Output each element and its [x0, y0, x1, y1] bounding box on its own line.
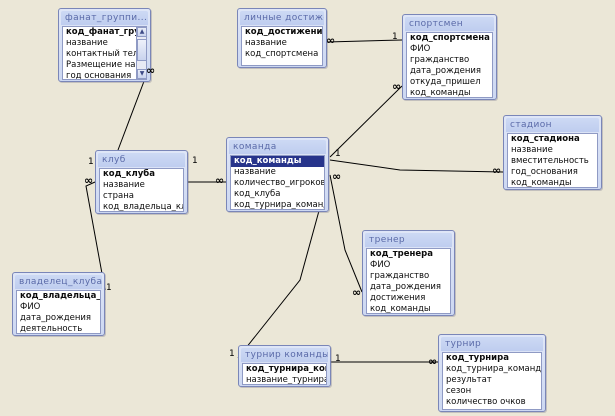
field-sportsmen-3[interactable]: дата_рождения — [410, 66, 482, 76]
field-vladelets_kluba-3[interactable]: деятельность — [20, 324, 83, 334]
table-title-trener[interactable]: тренер — [365, 233, 452, 247]
field-klub-1[interactable]: название — [103, 180, 145, 190]
marker-sportsmen-one-left: 1 — [392, 32, 398, 42]
marker-vladelets-one: 1 — [106, 283, 112, 293]
field-stadion-2[interactable]: вместительность — [511, 156, 589, 166]
field-lichnye_dostizheniya-2[interactable]: код_спортсмена — [245, 49, 319, 59]
marker-klub-one: 1 — [88, 157, 94, 167]
field-fanat_gruppi-1[interactable]: название — [66, 38, 108, 48]
field-vladelets_kluba-1[interactable]: ФИО — [20, 302, 41, 312]
relationship-line-lichnye-dostizheniya-to-sportsmen[interactable] — [326, 39, 403, 43]
field-klub-0[interactable]: код_клуба — [103, 169, 155, 179]
marker-komanda-one-right: 1 — [335, 149, 341, 159]
field-turnir-0[interactable]: код_турнира — [446, 353, 509, 363]
marker-klub-one-right: 1 — [192, 156, 198, 166]
field-komanda-4[interactable]: код_турнира_команды — [234, 200, 324, 210]
field-list-fanat_gruppi[interactable]: код_фанат_группыназваниеконтактный телеф… — [62, 26, 147, 80]
field-stadion-0[interactable]: код_стадиона — [511, 134, 580, 144]
marker-trener-many: ∞ — [352, 286, 361, 299]
table-title-komanda[interactable]: команда — [229, 140, 326, 154]
field-klub-2[interactable]: страна — [103, 191, 134, 201]
field-trener-5[interactable]: код_команды — [370, 304, 431, 314]
field-turnir_komandy-1[interactable]: название_турнира — [246, 375, 326, 385]
field-turnir-3[interactable]: сезон — [446, 386, 472, 396]
marker-komanda-many-left: ∞ — [215, 174, 224, 187]
field-list-klub[interactable]: код_клубаназваниестранакод_владельца_клу… — [99, 168, 184, 212]
scrollbar-thumb[interactable] — [137, 39, 146, 61]
table-title-vladelets_kluba[interactable]: владелец_клуба — [15, 275, 102, 289]
table-title-stadion[interactable]: стадион — [506, 118, 599, 132]
field-trener-0[interactable]: код_тренера — [370, 249, 433, 259]
table-title-turnir_komandy[interactable]: турнир команды — [241, 348, 328, 362]
field-komanda-1[interactable]: название — [234, 167, 276, 177]
field-vladelets_kluba-0[interactable]: код_владельца_клуба — [20, 291, 100, 301]
relationship-line-komanda-to-stadion[interactable] — [329, 159, 504, 173]
scroll-up-arrow-icon[interactable]: ▲ — [137, 27, 146, 37]
field-fanat_gruppi-0[interactable]: код_фанат_группы — [66, 27, 146, 37]
marker-stadion-many: ∞ — [492, 164, 501, 177]
table-title-lichnye_dostizheniya[interactable]: личные достиже... — [240, 11, 324, 25]
field-turnir-4[interactable]: количество очков — [446, 397, 526, 407]
field-sportsmen-0[interactable]: код_спортсмена — [410, 33, 490, 43]
marker-klub-many-left: ∞ — [84, 174, 93, 187]
marker-turnir-komandy-one-right: 1 — [335, 354, 341, 364]
table-title-klub[interactable]: клуб — [98, 153, 185, 167]
table-title-turnir[interactable]: турнир — [441, 337, 543, 351]
table-window-vladelets_kluba[interactable]: владелец_клубакод_владельца_клубаФИОдата… — [12, 272, 105, 336]
marker-turnir-komandy-one-left: 1 — [229, 349, 235, 359]
table-window-turnir_komandy[interactable]: турнир командыкод_турнира_командыназвани… — [238, 345, 331, 387]
field-trener-2[interactable]: гражданство — [370, 271, 430, 281]
field-klub-3[interactable]: код_владельца_клуба — [103, 202, 183, 212]
field-turnir_komandy-0[interactable]: код_турнира_команды — [246, 364, 326, 374]
field-komanda-2[interactable]: количество_игроков — [234, 178, 324, 188]
field-turnir-2[interactable]: результат — [446, 375, 492, 385]
field-sportsmen-1[interactable]: ФИО — [410, 44, 431, 54]
table-window-lichnye_dostizheniya[interactable]: личные достиже...код_достиженияназваниек… — [237, 8, 327, 68]
field-turnir-1[interactable]: код_турнира_команды — [446, 364, 541, 374]
table-window-fanat_gruppi[interactable]: фанат_группи...код_фанат_группыназваниек… — [58, 8, 151, 82]
field-fanat_gruppi-2[interactable]: контактный телефон — [66, 49, 146, 59]
marker-komanda-many-bottom: ∞ — [332, 170, 341, 183]
marker-sportsmen-many-bottom: ∞ — [392, 80, 401, 93]
relationship-line-fanat-gruppi-to-klub[interactable] — [117, 71, 152, 151]
relationship-line-sportsmen-to-komanda[interactable] — [329, 85, 403, 158]
field-stadion-3[interactable]: год_основания — [511, 167, 578, 177]
field-lichnye_dostizheniya-0[interactable]: код_достижения — [245, 27, 322, 37]
marker-dostizheniya-many: ∞ — [326, 34, 335, 47]
field-sportsmen-2[interactable]: гражданство — [410, 55, 470, 65]
field-trener-4[interactable]: достижения — [370, 293, 426, 303]
field-komanda-3[interactable]: код_клуба — [234, 189, 281, 199]
field-trener-1[interactable]: ФИО — [370, 260, 391, 270]
field-sportsmen-4[interactable]: откуда_пришел — [410, 77, 481, 87]
field-komanda-0[interactable]: код_команды — [231, 156, 324, 167]
field-sportsmen-5[interactable]: код_команды — [410, 88, 471, 98]
field-list-scrollbar[interactable]: ▲▼ — [136, 27, 146, 79]
field-fanat_gruppi-3[interactable]: Размещение на ста — [66, 60, 146, 70]
field-trener-3[interactable]: дата_рождения — [370, 282, 442, 292]
field-fanat_gruppi-4[interactable]: год основания — [66, 71, 132, 80]
relationship-line-komanda-to-trener[interactable] — [329, 174, 363, 293]
table-title-fanat_gruppi[interactable]: фанат_группи... — [61, 11, 148, 25]
marker-fanat-many: ∞ — [146, 64, 155, 77]
field-vladelets_kluba-2[interactable]: дата_рождения — [20, 313, 92, 323]
field-list-vladelets_kluba[interactable]: код_владельца_клубаФИОдата_рождениядеяте… — [16, 290, 101, 334]
table-title-sportsmen[interactable]: спортсмен — [405, 17, 494, 31]
field-stadion-4[interactable]: код_команды — [511, 178, 572, 188]
field-stadion-1[interactable]: название — [511, 145, 553, 155]
marker-turnir-many: ∞ — [428, 355, 437, 368]
field-lichnye_dostizheniya-1[interactable]: название — [245, 38, 287, 48]
